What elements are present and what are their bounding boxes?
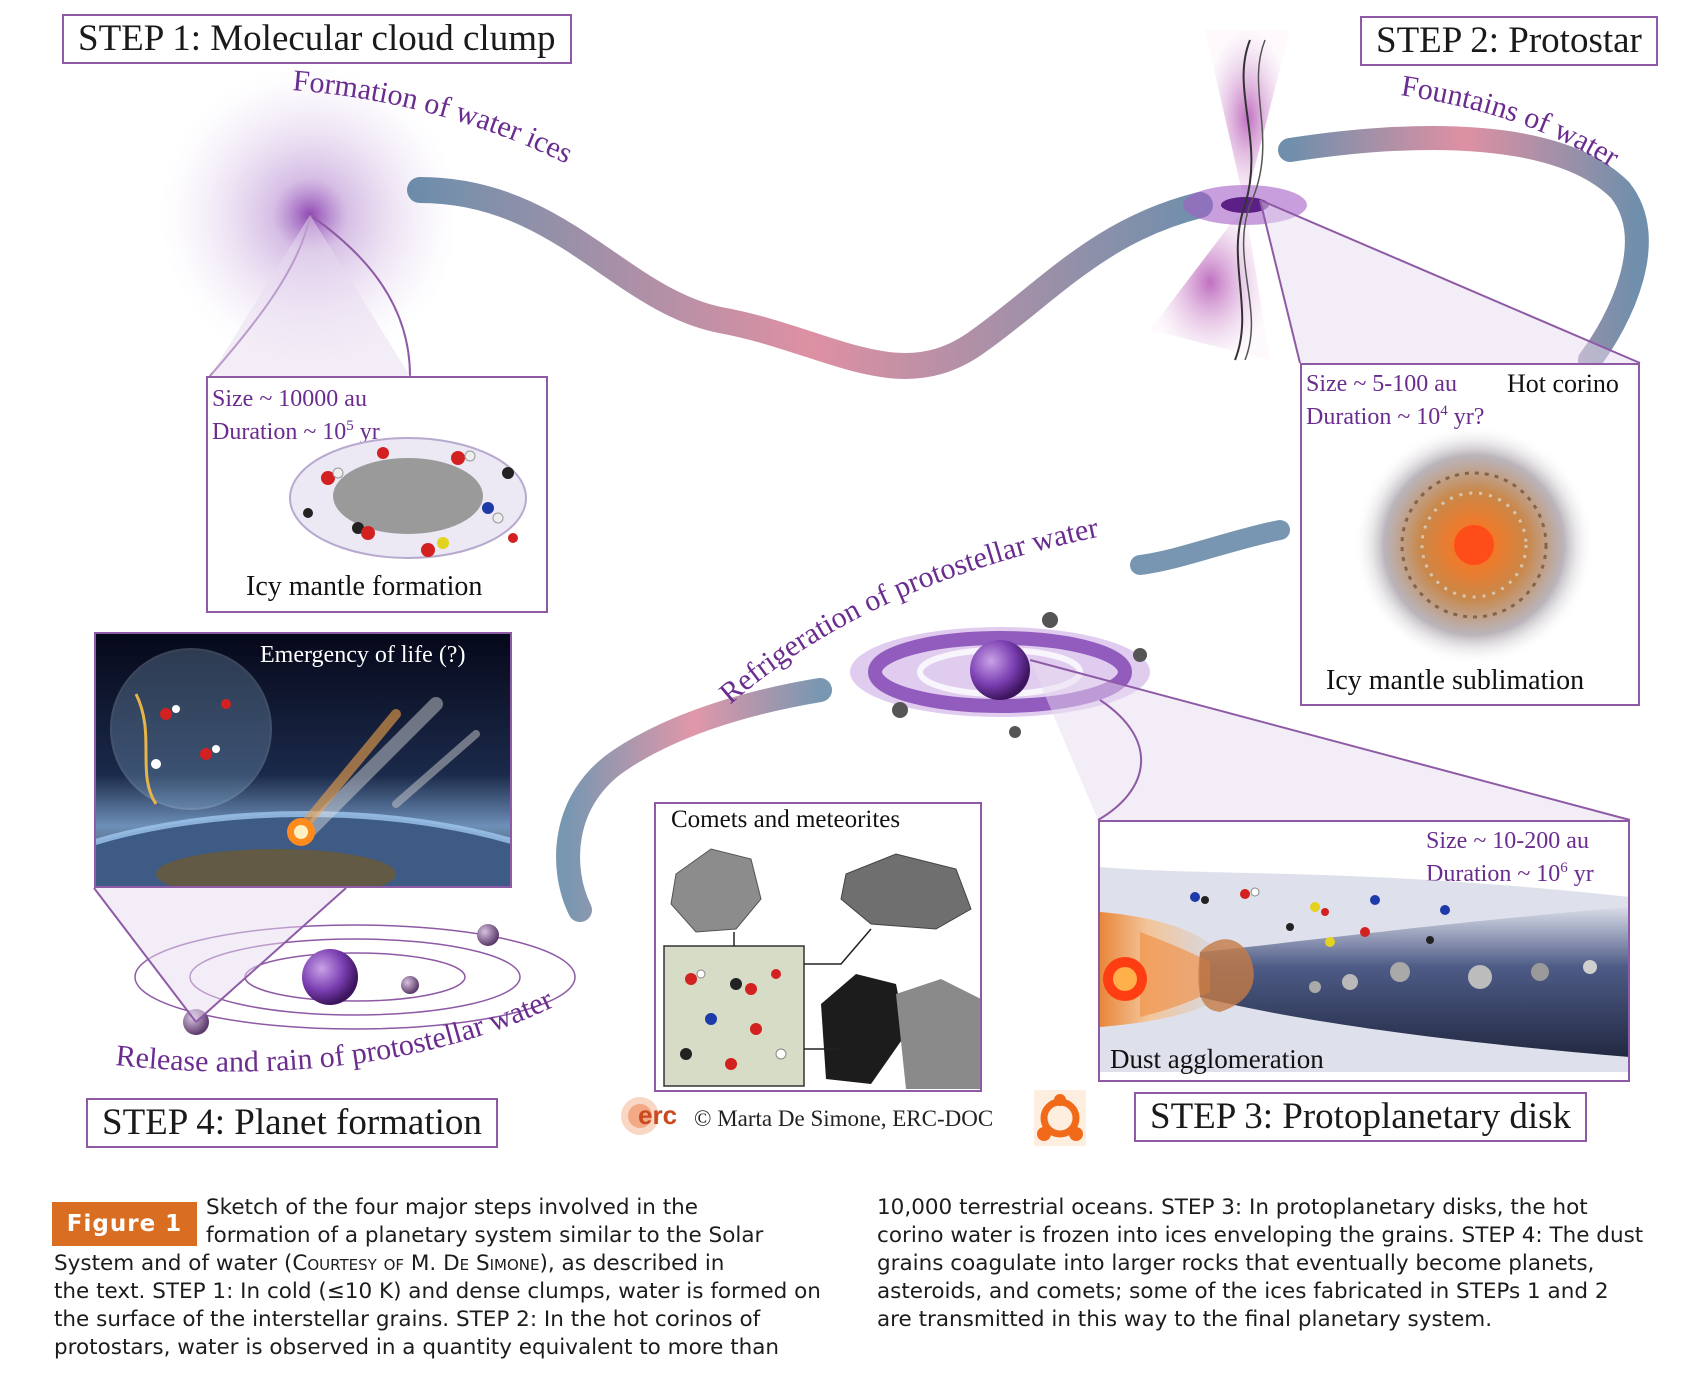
water-stream-4 <box>556 678 832 922</box>
step4-title: STEP 4: Planet formation <box>86 1098 498 1148</box>
protostar-helix <box>1234 39 1253 361</box>
protoplanetary-disk-illustration <box>1100 867 1628 1072</box>
zoom-line-step2-right <box>1259 199 1641 364</box>
erc-logo: erc <box>620 1094 684 1138</box>
figure-caption: Figure 1 Sketch of the four major steps … <box>0 1190 1683 1376</box>
zoom-line-step3-right <box>1029 659 1631 821</box>
water-stream-2 <box>1278 126 1649 372</box>
star-step4 <box>302 949 358 1005</box>
step3-title: STEP 3: Protoplanetary disk <box>1134 1092 1588 1142</box>
comets-panel: Comets and meteorites <box>654 802 982 1092</box>
step2-panel-caption: Icy mantle sublimation <box>1326 665 1585 696</box>
water-stream-3 <box>1130 520 1290 575</box>
figure-tag: Figure 1 <box>52 1202 197 1246</box>
step4-earth-panel: Emergency of life (?) <box>94 632 512 888</box>
step1-title: STEP 1: Molecular cloud clump <box>62 14 572 64</box>
step1-panel: Size ~ 10000 au Duration ~ 105 yr Icy ma… <box>206 376 548 613</box>
caption-line: Sketch of the four major steps involved … <box>206 1195 699 1220</box>
doc-logo <box>1032 1088 1088 1148</box>
disk-rock <box>1042 612 1058 628</box>
caption-line: System and of water (Courtesy of M. De S… <box>54 1251 725 1276</box>
step1-size: Size ~ 10000 au <box>212 386 367 412</box>
step3-panel-caption: Dust agglomeration <box>1110 1044 1324 1074</box>
water-stream-1 <box>407 177 1213 379</box>
hot-corino-illustration <box>1354 425 1594 665</box>
comets-illustration <box>663 848 980 1089</box>
step2-size: Size ~ 5-100 au <box>1306 371 1457 397</box>
caption-line: formation of a planetary system similar … <box>206 1223 764 1248</box>
step4-life-label: Emergency of life (?) <box>260 642 466 668</box>
erc-logo-dots <box>621 1097 659 1135</box>
zoom-line-step3-left <box>1097 699 1142 821</box>
protostar-jet-down <box>1150 205 1270 360</box>
step2-duration: Duration ~ 104 yr? <box>1306 403 1485 430</box>
image-credit: © Marta De Simone, ERC-DOC <box>694 1106 994 1131</box>
figure-illustration: Formation of water ices Fountains of wat… <box>62 14 1658 1148</box>
step3-panel: Size ~ 10-200 au Duration ~ 106 yr Dust … <box>1098 820 1630 1082</box>
step3-duration: Duration ~ 106 yr <box>1426 860 1594 887</box>
disk-central-star <box>970 640 1030 700</box>
icy-grain-illustration <box>289 437 527 559</box>
disk-rock <box>892 702 908 718</box>
step2-panel: Size ~ 5-100 au Hot corino Duration ~ 10… <box>1300 363 1640 706</box>
caption-column-2: 10,000 terrestrial oceans. STEP 3: In pr… <box>877 1194 1649 1334</box>
step1-panel-caption: Icy mantle formation <box>246 571 483 602</box>
step1-duration: Duration ~ 105 yr <box>212 418 380 445</box>
disk-rock <box>1009 726 1021 738</box>
comets-label: Comets and meteorites <box>671 806 901 833</box>
orbit-outer <box>134 924 576 1030</box>
earth-impact-illustration <box>96 634 510 886</box>
step2-hot-corino: Hot corino <box>1507 369 1619 398</box>
zoom-line-step4-left <box>93 887 197 1023</box>
caption-paragraph: the text. STEP 1: In cold (≤10 K) and de… <box>54 1279 821 1360</box>
step2-title: STEP 2: Protostar <box>1360 16 1658 66</box>
caption-paragraph: 10,000 terrestrial oceans. STEP 3: In pr… <box>877 1195 1644 1332</box>
zoom-line-step1-right <box>309 214 411 377</box>
zoom-cone-step4 <box>94 888 346 1022</box>
planet-small <box>401 976 419 994</box>
figure-artwork: Formation of water ices Fountains of wat… <box>93 30 1649 1079</box>
arc-label-step2: Fountains of water <box>1399 69 1625 173</box>
step3-size: Size ~ 10-200 au <box>1426 828 1589 854</box>
planet-outer <box>477 924 499 946</box>
disk-rock <box>1133 648 1147 662</box>
disk-ring-outer <box>868 631 1132 713</box>
zoom-line-step2-left <box>1259 199 1301 364</box>
doc-logo-icon <box>1034 1090 1086 1146</box>
zoom-line-step4-right <box>195 887 347 1023</box>
caption-column-1: Sketch of the four major steps involved … <box>54 1194 854 1362</box>
caption-courtesy: Courtesy of M. De Simone <box>292 1251 540 1276</box>
protostar-helix-2 <box>1242 39 1266 361</box>
erc-logo-text: erc <box>638 1100 678 1130</box>
zoom-cone-step1 <box>210 215 410 376</box>
